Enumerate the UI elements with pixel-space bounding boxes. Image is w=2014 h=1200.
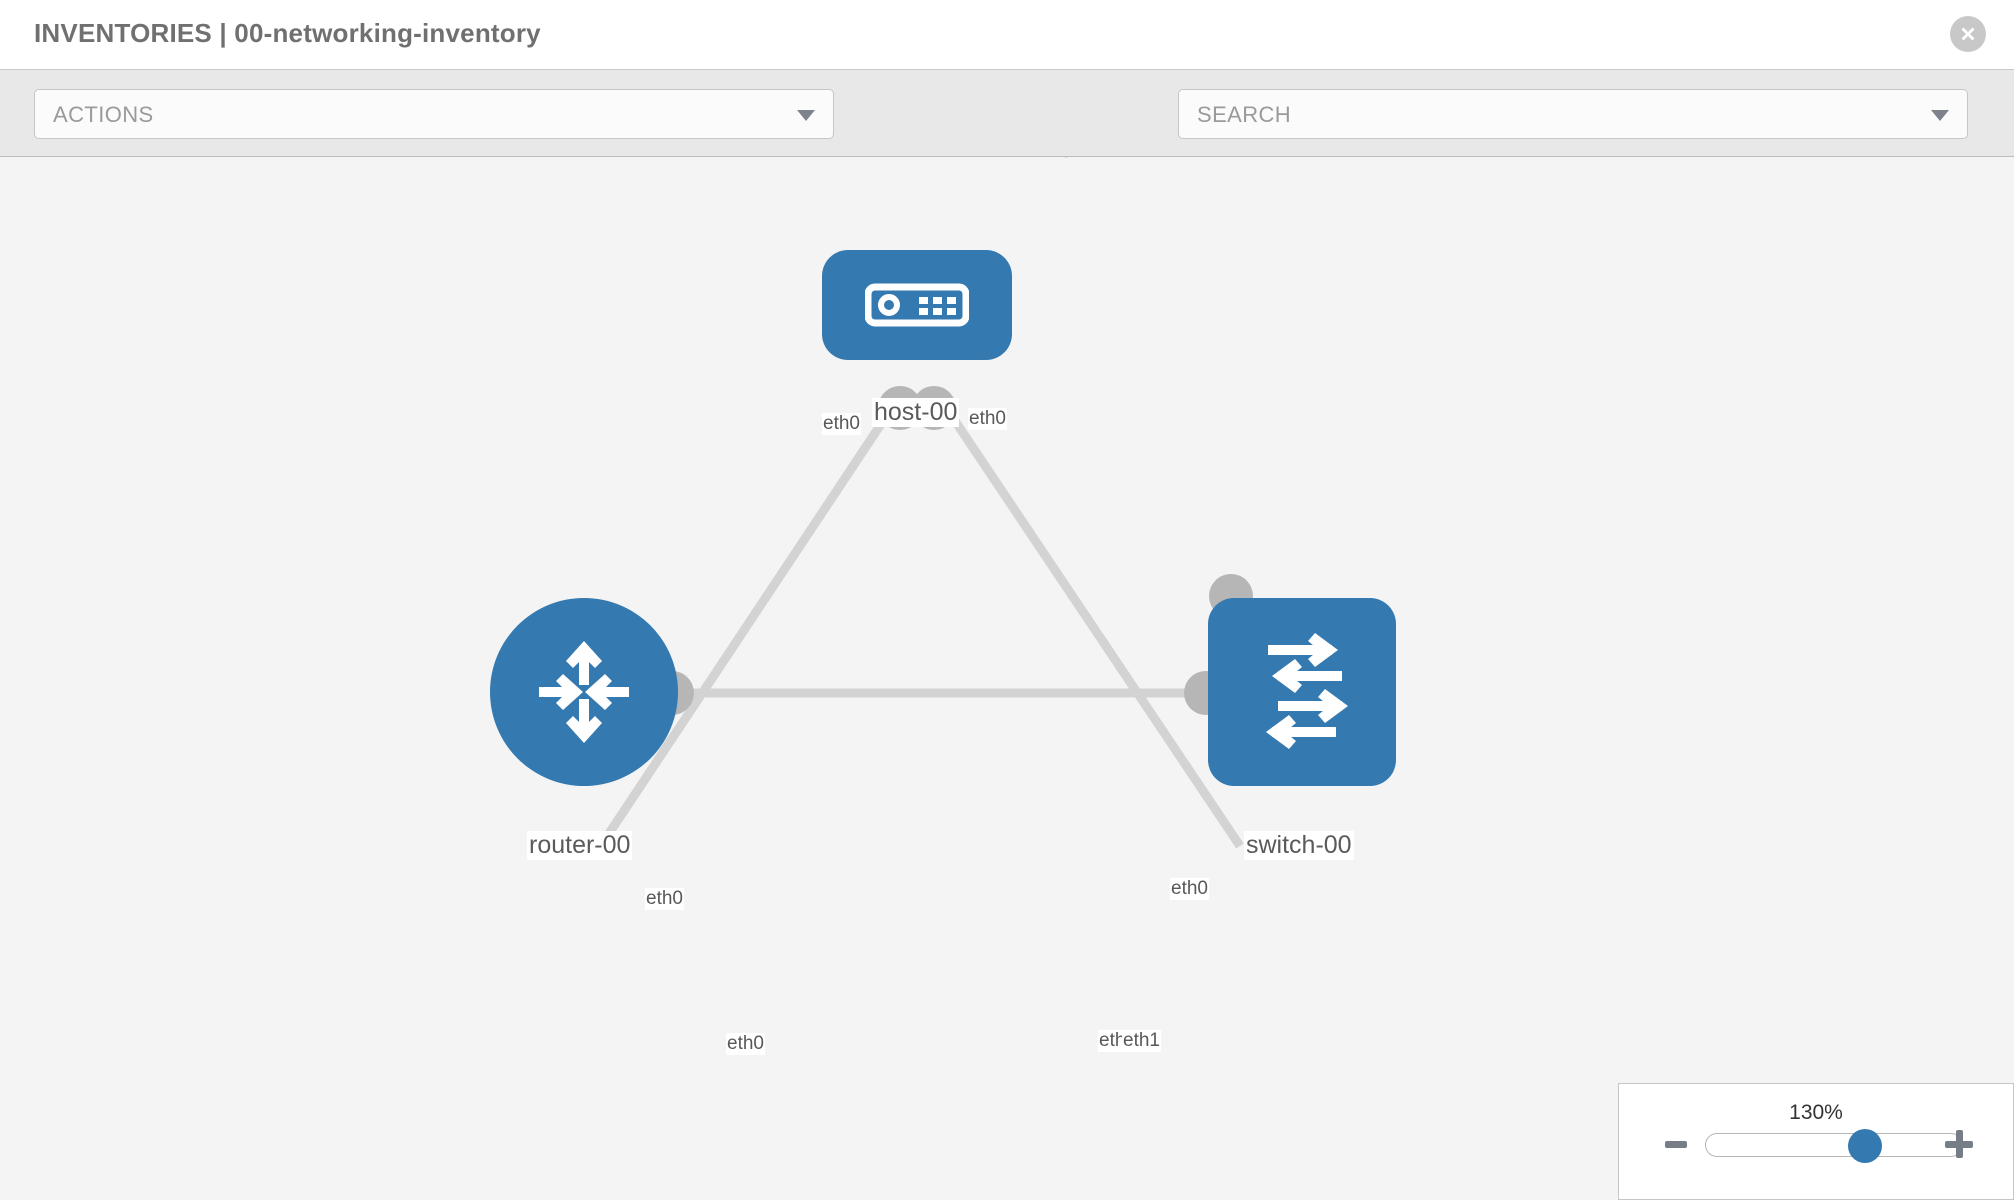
host-node-shape[interactable]	[822, 250, 1012, 360]
actions-dropdown[interactable]: ACTIONS	[34, 89, 834, 139]
zoom-slider-track[interactable]	[1705, 1129, 1963, 1163]
toolbar: ACTIONS SEARCH	[0, 70, 2014, 185]
port-label-switch-left-b: eth1	[1122, 1030, 1161, 1052]
zoom-out-button[interactable]	[1665, 1141, 1687, 1148]
page-title: INVENTORIES | 00-networking-inventory	[34, 18, 541, 48]
router-node-shape[interactable]	[490, 598, 678, 786]
zoom-level-value: 130%	[1789, 1101, 1843, 1124]
close-x-glyph	[1961, 27, 1975, 41]
zoom-control-panel: 130%	[1618, 1083, 2014, 1200]
router-arrows-icon	[539, 641, 629, 743]
page-header: INVENTORIES | 00-networking-inventory	[0, 0, 2014, 70]
port-label-host-left: eth0	[822, 413, 861, 435]
close-icon[interactable]	[1950, 16, 1986, 52]
node-label-host-00: host-00	[872, 398, 960, 427]
node-router-00[interactable]	[490, 598, 720, 788]
zoom-in-button[interactable]	[1945, 1130, 1973, 1158]
port-label-switch-up: eth0	[1170, 878, 1209, 900]
port-label-host-right: eth0	[968, 408, 1007, 430]
search-input[interactable]: SEARCH	[1178, 89, 1968, 139]
zoom-slider-knob[interactable]	[1848, 1129, 1882, 1163]
node-label-switch-00: switch-00	[1244, 831, 1354, 860]
topology-edges	[594, 403, 1244, 853]
actions-dropdown-label: ACTIONS	[53, 102, 154, 127]
server-icon	[865, 283, 969, 327]
switch-arrows-icon	[1266, 633, 1348, 749]
edge-host-router	[594, 403, 897, 853]
port-label-router-up: eth0	[645, 888, 684, 910]
node-label-router-00: router-00	[527, 831, 633, 860]
topology-canvas[interactable]: host-00 eth0 eth0	[0, 158, 2014, 1200]
edge-host-switch	[941, 403, 1244, 849]
switch-node-shape[interactable]	[1208, 598, 1396, 786]
chevron-down-icon	[797, 110, 815, 121]
node-switch-00[interactable]	[1184, 574, 1438, 788]
port-label-router-right: eth0	[726, 1033, 765, 1055]
chevron-down-icon[interactable]	[1931, 110, 1949, 121]
search-placeholder-label: SEARCH	[1197, 102, 1292, 127]
